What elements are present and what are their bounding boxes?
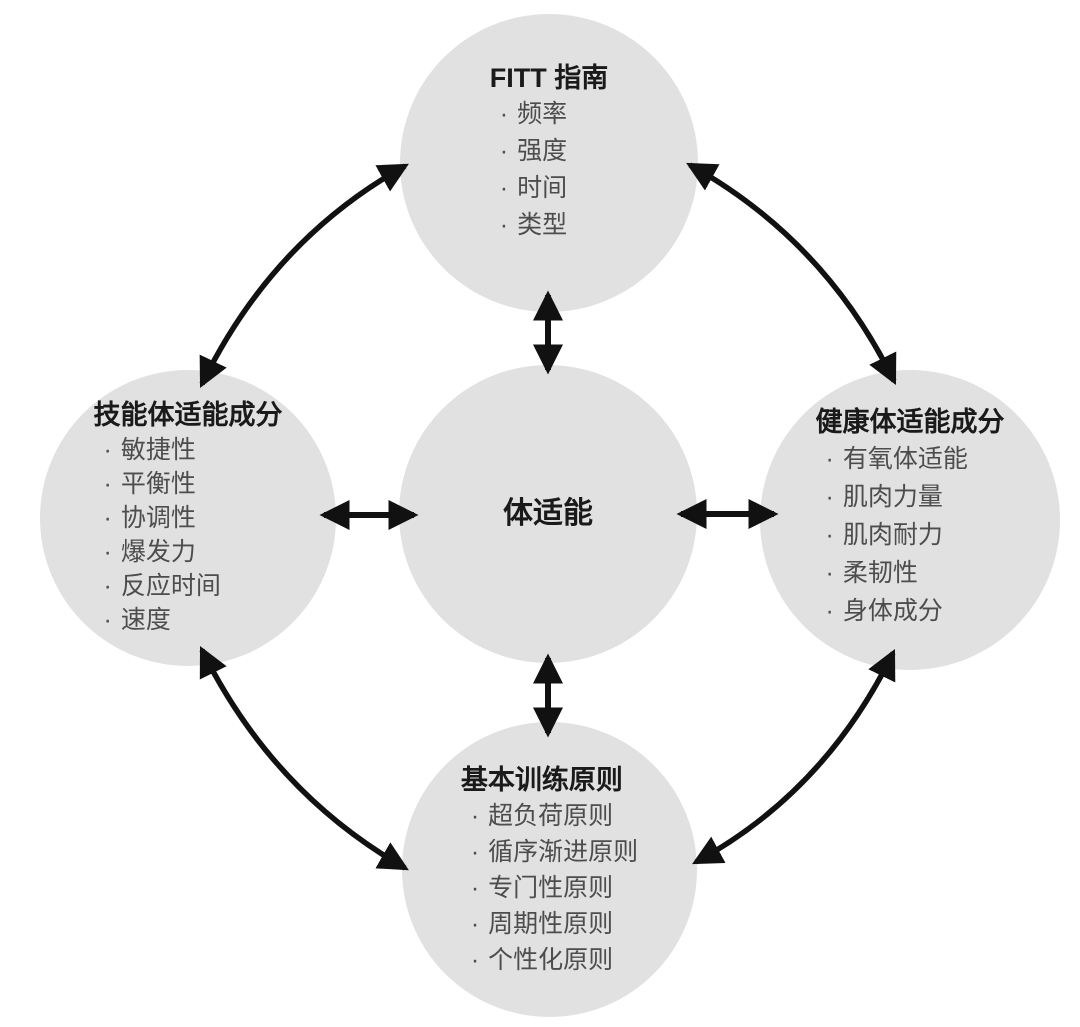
- bullet-marker: ·: [470, 874, 480, 902]
- bullet-item: · 身体成分: [826, 592, 968, 630]
- bullet-marker: ·: [470, 946, 480, 974]
- bullet-item: · 敏捷性: [104, 433, 221, 467]
- bullet-marker: ·: [103, 504, 112, 532]
- node-title: 健康体适能成分: [815, 407, 1005, 437]
- arrow-left-bottom-curve: [199, 645, 409, 871]
- bullet-text: 周期性原则: [488, 910, 614, 938]
- bullet-marker: ·: [470, 910, 480, 938]
- bullet-marker: ·: [470, 838, 480, 866]
- bullet-item: · 爆发力: [104, 535, 221, 569]
- bullet-marker: ·: [825, 445, 834, 473]
- bullet-text: 肌肉力量: [842, 483, 943, 511]
- node-fitt-guidelines: FITT 指南 · 频率 · 强度 · 时间 · 类型: [400, 14, 698, 312]
- bullet-item: · 肌肉力量: [826, 478, 968, 516]
- bullet-marker: ·: [825, 483, 834, 511]
- bullet-text: 类型: [517, 211, 568, 239]
- bullet-text: 时间: [517, 174, 568, 202]
- bullet-text: 频率: [517, 100, 568, 128]
- node-physical-fitness: 体适能: [399, 365, 697, 663]
- node-title: 技能体适能成分: [93, 400, 283, 430]
- bullet-marker: ·: [103, 538, 112, 566]
- bullet-text: 速度: [120, 606, 171, 634]
- arrow-top-right-curve: [686, 162, 897, 386]
- bullet-item: · 频率: [500, 96, 567, 133]
- node-bullet-list: · 敏捷性 · 平衡性 · 协调性 · 爆发力 · 反应时间 · 速度: [104, 433, 221, 637]
- node-basic-training-principles: 基本训练原则 · 超负荷原则 · 循序渐进原则 · 专门性原则 · 周期性原则 · 个性化原则: [402, 722, 697, 1017]
- bullet-text: 专门性原则: [488, 874, 614, 902]
- node-content: 基本训练原则 · 超负荷原则 · 循序渐进原则 · 专门性原则 · 周期性原则 · 个性化原则: [461, 722, 638, 1017]
- bullet-text: 柔韧性: [842, 559, 918, 587]
- bullet-item: · 速度: [104, 603, 221, 637]
- node-content: 体适能: [503, 365, 593, 663]
- bullet-marker: ·: [499, 174, 509, 202]
- node-bullet-list: · 超负荷原则 · 循序渐进原则 · 专门性原则 · 周期性原则 · 个性化原则: [471, 798, 638, 978]
- bullet-marker: ·: [825, 559, 834, 587]
- bullet-marker: ·: [499, 100, 509, 128]
- bullet-marker: ·: [825, 597, 834, 625]
- bullet-text: 反应时间: [120, 572, 221, 600]
- node-title: FITT 指南: [489, 63, 609, 93]
- bullet-item: · 柔韧性: [826, 554, 968, 592]
- arrow-right-bottom-curve: [692, 648, 896, 865]
- node-bullet-list: · 有氧体适能 · 肌肉力量 · 肌肉耐力 · 柔韧性 · 身体成分: [826, 440, 968, 630]
- bullet-item: · 个性化原则: [471, 942, 638, 978]
- bullet-text: 有氧体适能: [842, 445, 968, 473]
- bullet-text: 身体成分: [842, 597, 943, 625]
- bullet-text: 敏捷性: [120, 436, 196, 464]
- bullet-text: 肌肉耐力: [842, 521, 943, 549]
- bullet-marker: ·: [499, 211, 509, 239]
- bullet-marker: ·: [103, 470, 112, 498]
- bullet-item: · 协调性: [104, 501, 221, 535]
- bullet-text: 爆发力: [120, 538, 196, 566]
- bullet-item: · 专门性原则: [471, 870, 638, 906]
- bullet-item: · 有氧体适能: [826, 440, 968, 478]
- bullet-text: 协调性: [120, 504, 196, 532]
- bullet-item: · 反应时间: [104, 569, 221, 603]
- node-health-fitness-components: 健康体适能成分 · 有氧体适能 · 肌肉力量 · 肌肉耐力 · 柔韧性 · 身体成分: [760, 370, 1060, 670]
- node-bullet-list: · 频率 · 强度 · 时间 · 类型: [500, 96, 567, 244]
- bullet-marker: ·: [825, 521, 834, 549]
- node-title: 体适能: [503, 497, 593, 530]
- bullet-marker: ·: [103, 436, 112, 464]
- bullet-text: 平衡性: [120, 470, 196, 498]
- arrow-top-left-curve: [199, 163, 409, 389]
- node-title: 基本训练原则: [460, 765, 623, 795]
- bullet-text: 强度: [517, 137, 568, 165]
- bullet-item: · 强度: [500, 133, 567, 170]
- bullet-item: · 循序渐进原则: [471, 834, 638, 870]
- node-content: 健康体适能成分 · 有氧体适能 · 肌肉力量 · 肌肉耐力 · 柔韧性 · 身体成分: [816, 370, 1005, 670]
- bullet-text: 个性化原则: [488, 946, 614, 974]
- bullet-marker: ·: [499, 137, 509, 165]
- node-content: 技能体适能成分 · 敏捷性 · 平衡性 · 协调性 · 爆发力 · 反应时间 · 速度: [94, 370, 283, 666]
- bullet-marker: ·: [103, 572, 112, 600]
- bullet-item: · 超负荷原则: [471, 798, 638, 834]
- bullet-text: 循序渐进原则: [488, 838, 639, 866]
- bullet-item: · 时间: [500, 170, 567, 207]
- bullet-marker: ·: [470, 802, 480, 830]
- node-skill-fitness-components: 技能体适能成分 · 敏捷性 · 平衡性 · 协调性 · 爆发力 · 反应时间 · 速度: [40, 370, 336, 666]
- bullet-item: · 平衡性: [104, 467, 221, 501]
- node-content: FITT 指南 · 频率 · 强度 · 时间 · 类型: [490, 14, 608, 312]
- bullet-marker: ·: [103, 606, 112, 634]
- bullet-item: · 周期性原则: [471, 906, 638, 942]
- bullet-item: · 类型: [500, 207, 567, 244]
- bullet-item: · 肌肉耐力: [826, 516, 968, 554]
- bullet-text: 超负荷原则: [488, 802, 614, 830]
